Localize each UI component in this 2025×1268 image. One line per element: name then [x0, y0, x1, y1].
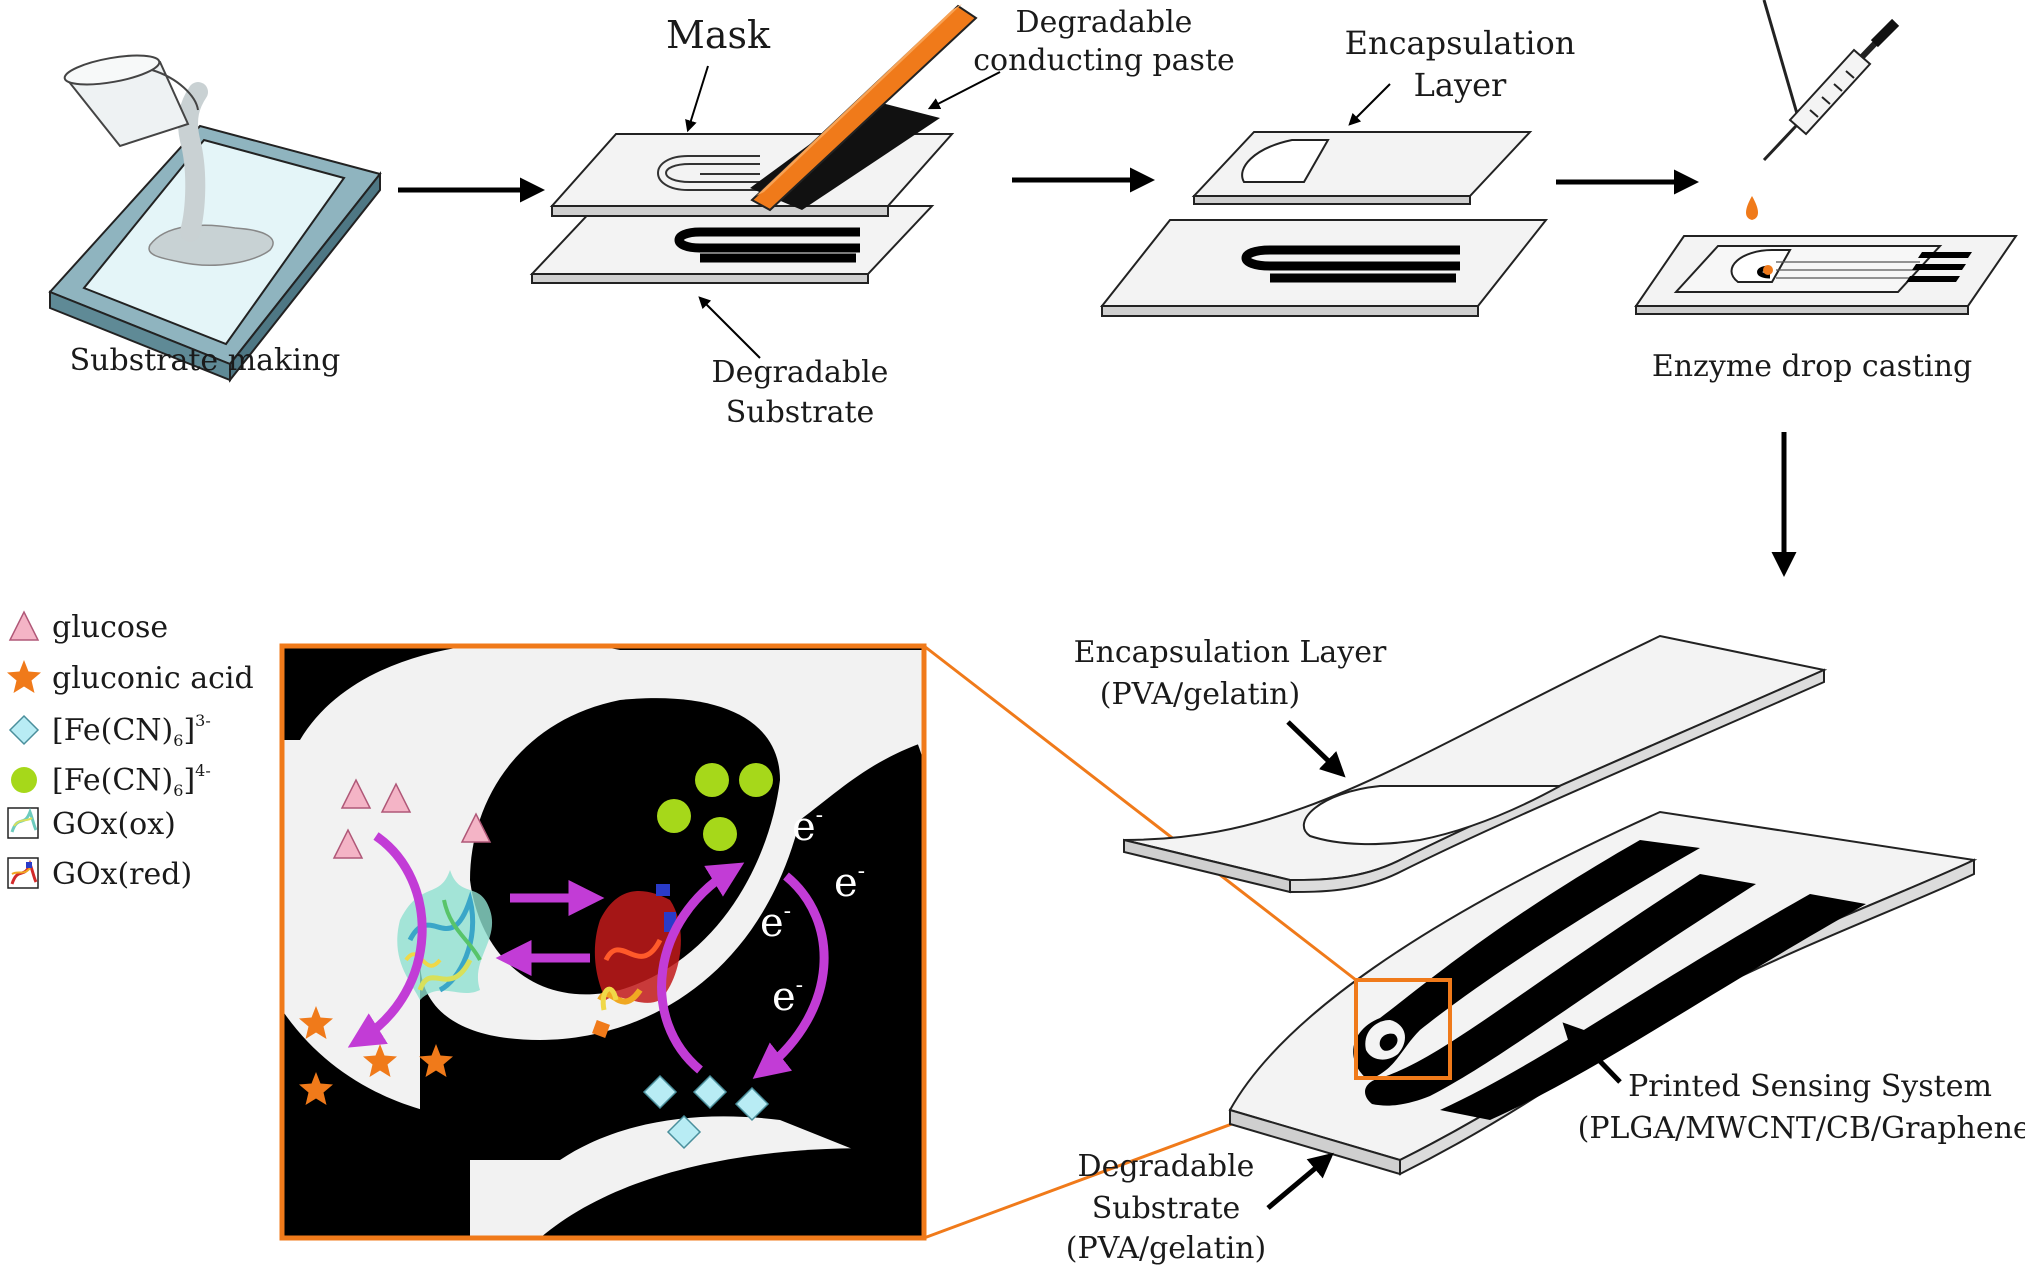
gox-red-icon [7, 857, 39, 889]
glucose-molecule [380, 782, 412, 813]
printed-substrate-sheet [1099, 219, 1549, 317]
glucose-oxidation-arrow [347, 832, 427, 1048]
enzyme-drop-label: Enzyme drop casting [1652, 349, 1972, 384]
legend-gox-red: GOx(red) [52, 857, 192, 892]
paste-label-line1: Degradable [1016, 5, 1193, 40]
zoom-region-box [1354, 978, 1452, 1080]
printed-trace-electrodes [1353, 840, 1866, 1120]
gluconic-acid-molecule [299, 1006, 333, 1039]
printing-step: Mask Degradable conducting paste Degrada… [529, 4, 1235, 430]
glucose-molecule [340, 778, 372, 809]
zoom-inset-border [279, 643, 927, 1241]
degradable-device-label-line1: Degradable [1078, 1149, 1255, 1184]
gluconic-acid-molecule [299, 1072, 333, 1105]
gox-ox-icon [7, 807, 39, 839]
degradable-substrate-device-pointer [1266, 1152, 1334, 1210]
mask-pointer [685, 65, 709, 133]
ferrocyanide-circle-icon [11, 767, 37, 793]
substrate-making-step: Substrate making [48, 54, 382, 383]
ferrocyanide-molecule [695, 763, 729, 797]
syringe-icon [1762, 0, 1900, 162]
mold-frame-icon [48, 124, 382, 383]
paste-pointer [927, 71, 1001, 110]
gluconic-acid-molecule [419, 1044, 453, 1077]
squeegee-icon [750, 4, 978, 212]
pouring-beaker-icon [63, 54, 208, 242]
printed-system-label-line2: (PLGA/MWCNT/CB/Graphene) [1578, 1111, 2025, 1146]
legend-glucose: glucose [52, 610, 168, 645]
zoom-callout-line [923, 644, 1357, 982]
degradable-substrate-label-line2: Substrate [726, 395, 875, 430]
encap-device-pointer [1286, 720, 1346, 778]
legend-gox-ox: GOx(ox) [52, 807, 176, 842]
legend: glucose gluconic acid [Fe(CN)6]3- [Fe(CN… [7, 610, 254, 892]
enzyme-drop-step: Enzyme drop casting [1634, 0, 2018, 384]
ferrocyanide-molecule [739, 763, 773, 797]
encapsulation-step: Encapsulation Layer [1099, 24, 1576, 317]
encap-device-label-line2: (PVA/gelatin) [1100, 677, 1300, 712]
degradable-device-label-line2: Substrate [1092, 1191, 1241, 1226]
zoom-inset: e- e- e- e- [279, 643, 927, 1241]
electron-label: e- [760, 899, 791, 946]
encap-device-label-line1: Encapsulation Layer [1074, 635, 1387, 670]
degradable-substrate-label-line1: Degradable [712, 355, 889, 390]
encapsulation-layer-sheet [1191, 131, 1533, 205]
glucose-molecule [460, 812, 492, 843]
ferricyanide-molecule [692, 1074, 728, 1110]
ferricyanide-molecule [642, 1074, 678, 1110]
gluconic-acid-molecule [363, 1044, 397, 1077]
bent-encapsulation-sheet [1123, 634, 1828, 894]
encapsulation-label-line1: Encapsulation [1345, 24, 1576, 62]
electron-label: e- [834, 859, 865, 906]
legend-ferrocyanide: [Fe(CN)6]4- [52, 761, 211, 800]
degradable-device-label-line3: (PVA/gelatin) [1066, 1231, 1266, 1266]
substrate-making-label: Substrate making [70, 343, 341, 378]
mask-label: Mask [666, 13, 771, 57]
encapsulation-label-line2: Layer [1414, 66, 1507, 104]
ferricyanide-molecule [734, 1086, 770, 1122]
device-assembly: Encapsulation Layer (PVA/gelatin) Printe… [1066, 634, 2025, 1266]
degradable-substrate-sheet [529, 205, 935, 284]
electron-label: e- [792, 803, 823, 850]
glucose-triangle-icon [8, 610, 40, 641]
gluconic-acid-star-icon [7, 660, 41, 693]
cast-sensor-sheet [1634, 235, 2018, 315]
electron-label: e- [772, 973, 803, 1020]
ferrocyanide-molecule [657, 799, 691, 833]
substrate-pointer [698, 296, 761, 359]
legend-gluconic-acid: gluconic acid [52, 661, 254, 696]
legend-ferricyanide: [Fe(CN)6]3- [52, 711, 211, 750]
ferricyanide-molecule [666, 1114, 702, 1150]
printed-system-pointer [1562, 1022, 1622, 1084]
ferrocyanide-molecule [703, 817, 737, 851]
encapsulation-pointer [1348, 83, 1391, 126]
paste-label-line2: conducting paste [973, 43, 1235, 78]
mediator-oxidation-arrow [657, 862, 745, 1074]
glucose-molecule [332, 828, 364, 859]
electron-transfer-arrow [752, 872, 829, 1079]
enzyme-drop-icon [1746, 196, 1758, 220]
printed-system-label-line1: Printed Sensing System [1628, 1069, 1992, 1104]
ferricyanide-diamond-icon [8, 714, 40, 746]
